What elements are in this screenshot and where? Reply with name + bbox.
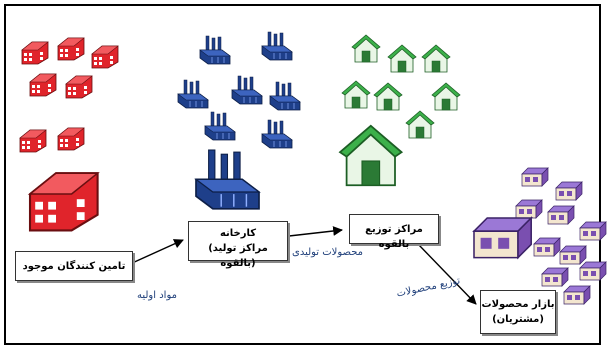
market-stall-icon bbox=[563, 285, 591, 305]
factory-main-icon bbox=[195, 149, 260, 210]
supplier-building-icon bbox=[21, 41, 49, 65]
factory-icon bbox=[199, 35, 231, 65]
warehouse-icon bbox=[405, 110, 435, 139]
supplier-main-building-icon bbox=[28, 171, 99, 232]
market-stall-icon bbox=[541, 267, 569, 287]
flow-label-raw-materials: مواد اولیه bbox=[137, 290, 177, 301]
supplier-node-label: تامین کنندگان موجود bbox=[22, 261, 126, 272]
warehouse-icon bbox=[373, 82, 403, 111]
market-stall-icon bbox=[579, 221, 607, 241]
factory-icon bbox=[261, 31, 293, 61]
warehouse-icon bbox=[421, 44, 451, 73]
market-stall-icon bbox=[547, 205, 575, 225]
supplier-building-icon bbox=[91, 45, 119, 69]
warehouse-icon bbox=[351, 34, 381, 63]
arrow-products bbox=[288, 226, 343, 237]
market-stall-icon bbox=[555, 181, 583, 201]
market-node-label: بازار محصولات bbox=[481, 299, 555, 310]
distribution-node-label: مراکز توزیع بالقوه bbox=[365, 224, 423, 250]
factory-node-sublabel: (مراکز تولید بالقوه) bbox=[208, 243, 268, 269]
market-stall-icon bbox=[533, 237, 561, 257]
market-node-sublabel: (مشتریان) bbox=[492, 314, 544, 325]
market-node-box: بازار محصولات (مشتریان) bbox=[480, 290, 556, 334]
market-stall-icon bbox=[515, 199, 543, 219]
warehouse-icon bbox=[387, 44, 417, 73]
supplier-building-icon bbox=[19, 129, 47, 153]
market-stall-icon bbox=[559, 245, 587, 265]
supplier-node-box: تامین کنندگان موجود bbox=[15, 251, 133, 281]
factory-icon bbox=[177, 79, 209, 109]
supplier-building-icon bbox=[57, 127, 85, 151]
warehouse-icon bbox=[341, 80, 371, 109]
flow-label-products: محصولات تولیدی bbox=[292, 247, 364, 258]
factory-icon bbox=[204, 111, 236, 141]
factory-icon bbox=[231, 75, 263, 105]
arrow-raw-materials bbox=[129, 239, 184, 265]
supplier-building-icon bbox=[29, 73, 57, 97]
supplier-building-icon bbox=[65, 75, 93, 99]
factory-icon bbox=[261, 119, 293, 149]
warehouse-main-icon bbox=[339, 124, 403, 187]
factory-node-box: کارخانه (مراکز تولید بالقوه) bbox=[188, 221, 288, 269]
market-main-icon bbox=[472, 216, 533, 259]
supplier-building-icon bbox=[57, 37, 85, 61]
arrow-product-distribution bbox=[417, 243, 477, 305]
distribution-node-box: مراکز توزیع بالقوه bbox=[349, 214, 439, 250]
factory-icon bbox=[269, 81, 301, 111]
market-stall-icon bbox=[521, 167, 549, 187]
factory-node-label: کارخانه bbox=[219, 228, 257, 239]
warehouse-icon bbox=[431, 82, 461, 111]
market-stall-icon bbox=[579, 261, 607, 281]
